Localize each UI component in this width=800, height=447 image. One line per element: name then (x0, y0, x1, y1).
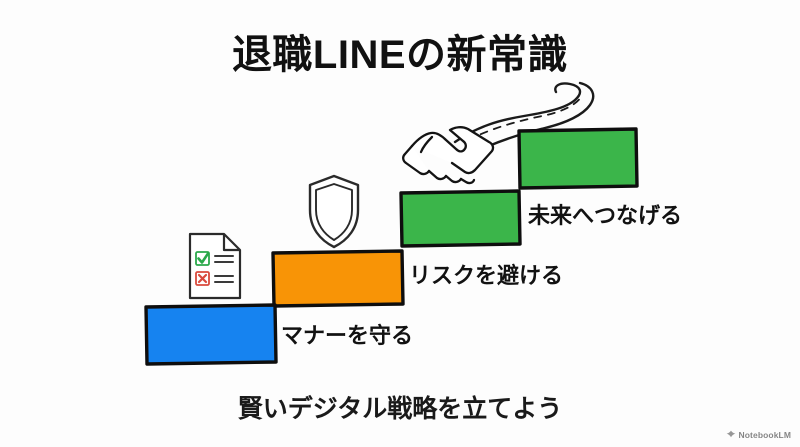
notebooklm-logo-icon (726, 430, 735, 438)
step-block-2 (271, 249, 405, 308)
checklist-document-icon (188, 232, 242, 300)
handshake-icon (402, 126, 495, 185)
step-block-3 (399, 189, 522, 248)
step-block-4 (517, 127, 639, 190)
shield-icon (308, 174, 360, 249)
watermark: NotebookLM (726, 430, 791, 440)
step-label-3: 未来へつなげる (528, 203, 683, 228)
watermark-label: NotebookLM (738, 430, 791, 440)
caption-text: 賢いデジタル戦略を立てよう (237, 395, 563, 423)
step-label-1: マナーを守る (281, 323, 414, 348)
winding-road-icon (453, 81, 595, 157)
page-title: 退職LINEの新常識 (231, 33, 569, 77)
step-label-2: リスクを避ける (409, 263, 564, 288)
step-block-1 (144, 303, 278, 366)
